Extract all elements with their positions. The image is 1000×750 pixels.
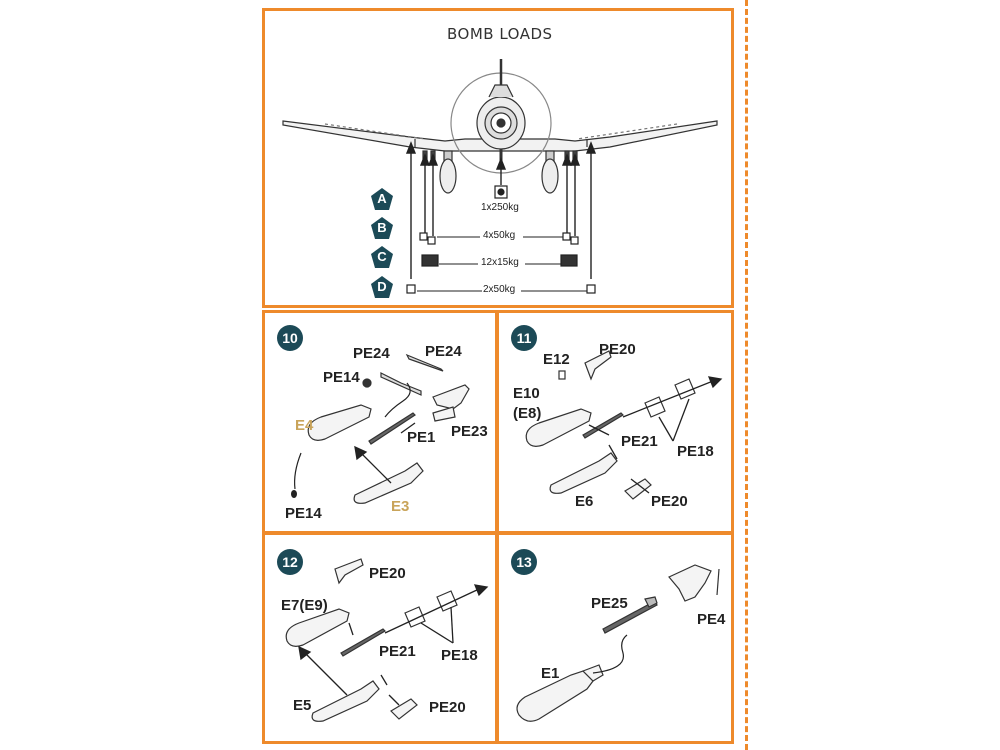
step-10-label-e3: E3 (391, 498, 410, 515)
bomb-loads-panel: BOMB LOADS (262, 8, 734, 308)
step-12-label-pe20a: PE20 (369, 565, 406, 582)
step-10-label-pe23: PE23 (451, 423, 488, 440)
step-10-number: 10 (277, 325, 303, 351)
load-b-badge: B (370, 216, 394, 240)
step-10-label-pe14a: PE14 (323, 369, 360, 386)
load-c-badge: C (370, 245, 394, 269)
step-12-number: 12 (277, 549, 303, 575)
step-12-label-pe21: PE21 (379, 643, 416, 660)
load-c-letter: C (377, 249, 387, 264)
aircraft-front-view (282, 59, 718, 294)
step-11-label-e6: E6 (575, 493, 594, 510)
load-a-text: 1x250kg (481, 202, 519, 213)
step-11-label-pe21: PE21 (621, 433, 658, 450)
load-a-badge: A (370, 187, 394, 211)
step-12-drawing (285, 558, 489, 722)
step-11-label-pe18: PE18 (677, 443, 714, 460)
load-c-text: 12x15kg (481, 257, 519, 268)
step-11-label-pe20a: PE20 (599, 341, 636, 358)
step-11-label-e12: E12 (543, 351, 570, 368)
pentagon-icon (371, 188, 393, 210)
step-13-label-pe25: PE25 (591, 595, 628, 612)
step-11-drawing (525, 350, 723, 500)
step-10-label-e4: E4 (295, 417, 314, 434)
step-12-label-pe18: PE18 (441, 647, 478, 664)
step-12-label-e7e9: E7(E9) (281, 597, 328, 614)
step-11-panel: 11 E12 PE20 E10 (E8) PE21 PE18 E6 PE20 (496, 310, 734, 534)
step-11-label-e8: (E8) (513, 405, 542, 422)
step-10-panel: 10 PE24 PE24 PE14 E4 PE1 PE2 (262, 310, 498, 534)
step-10-drawing (291, 353, 470, 504)
load-b-text: 4x50kg (483, 230, 516, 241)
load-a-letter: A (377, 191, 387, 206)
cut-line (745, 0, 748, 750)
step-10-label-pe24b: PE24 (425, 343, 462, 360)
step-12-label-e5: E5 (293, 697, 312, 714)
step-13-number: 13 (511, 549, 537, 575)
step-10-label-pe24a: PE24 (353, 345, 390, 362)
step-12-label-pe20b: PE20 (429, 699, 466, 716)
pentagon-icon (371, 246, 393, 268)
step-11-number: 11 (511, 325, 537, 351)
load-d-badge: D (370, 275, 394, 299)
load-d-text: 2x50kg (483, 284, 516, 295)
pentagon-icon (371, 217, 393, 239)
step-13-drawing (516, 564, 720, 722)
step-11-label-e10: E10 (513, 385, 540, 402)
step-10-label-pe14b: PE14 (285, 505, 322, 522)
load-d-letter: D (377, 279, 387, 294)
step-13-label-e1: E1 (541, 665, 560, 682)
step-11-label-pe20b: PE20 (651, 493, 688, 510)
step-13-label-pe4: PE4 (697, 611, 726, 628)
step-10-label-pe1: PE1 (407, 429, 436, 446)
step-13-panel: 13 PE25 PE4 E1 (496, 532, 734, 744)
pentagon-icon (371, 276, 393, 298)
step-12-panel: 12 PE20 E7(E9) PE21 PE18 E5 PE20 (262, 532, 498, 744)
load-b-letter: B (377, 220, 387, 235)
panel-title: BOMB LOADS (447, 25, 553, 43)
